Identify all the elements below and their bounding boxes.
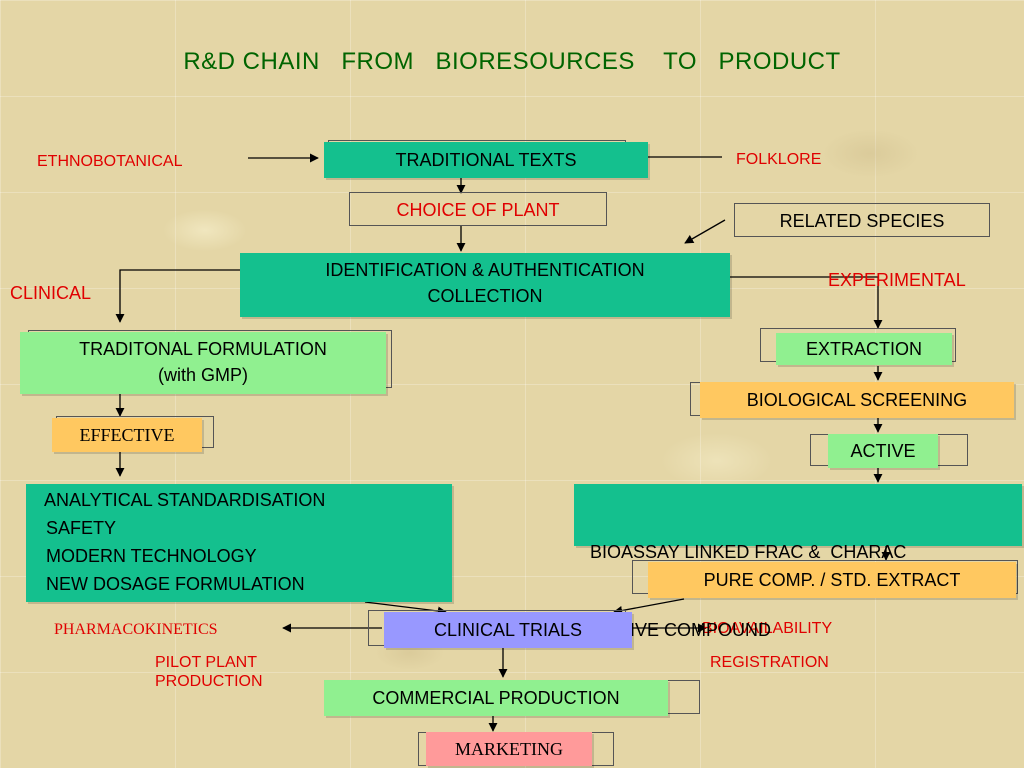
box-pure-comp: PURE COMP. / STD. EXTRACT bbox=[648, 562, 1016, 598]
box-biological-screening: BIOLOGICAL SCREENING bbox=[700, 382, 1014, 418]
arrow-pure-to-trials bbox=[613, 598, 685, 615]
box-effective: EFFECTIVE bbox=[52, 418, 202, 452]
label-pilot-plant-line1: PILOT PLANT bbox=[155, 654, 257, 671]
diagram-title: R&D CHAIN FROM BIORESOURCES TO PRODUCT bbox=[183, 48, 841, 75]
box-commercial-production: COMMERCIAL PRODUCTION bbox=[324, 680, 668, 716]
box-clinical-trials: CLINICAL TRIALS bbox=[384, 612, 632, 648]
analytical-line4: NEW DOSAGE FORMULATION bbox=[46, 573, 305, 594]
box-extraction: EXTRACTION bbox=[776, 333, 952, 365]
box-related-species: RELATED SPECIES bbox=[734, 203, 990, 237]
box-identification: IDENTIFICATION & AUTHENTICATION COLLECTI… bbox=[240, 253, 730, 317]
bioassay-line2: ACTIVE COMPOUND bbox=[594, 620, 772, 641]
label-experimental: EXPERIMENTAL bbox=[828, 270, 966, 290]
formulation-line1: TRADITONAL FORMULATION bbox=[79, 339, 327, 359]
arrow-identification-to-clinical-branch bbox=[115, 269, 242, 323]
box-marketing: MARKETING bbox=[426, 732, 592, 766]
label-folklore: FOLKLORE bbox=[736, 151, 822, 168]
arrow-related-to-identification bbox=[684, 219, 726, 244]
box-traditional-texts: TRADITIONAL TEXTS bbox=[324, 142, 648, 178]
label-clinical: CLINICAL bbox=[10, 283, 92, 303]
box-choice-of-plant: CHOICE OF PLANT bbox=[349, 192, 607, 226]
analytical-line1: ANALYTICAL STANDARDISATION bbox=[44, 490, 326, 510]
label-ethnobotanical: ETHNOBOTANICAL bbox=[37, 153, 183, 170]
label-pharmacokinetics: PHARMACOKINETICS bbox=[54, 621, 218, 638]
arrow-identification-to-experimental-branch bbox=[730, 276, 883, 329]
identification-line1: IDENTIFICATION & AUTHENTICATION bbox=[325, 260, 645, 280]
bioassay-line1: BIOASSAY LINKED FRAC & CHARAC bbox=[590, 542, 907, 563]
analytical-line2: SAFETY bbox=[46, 517, 117, 538]
analytical-line3: MODERN TECHNOLOGY bbox=[46, 545, 257, 566]
box-traditional-formulation: TRADITONAL FORMULATION (with GMP) bbox=[20, 332, 386, 394]
label-pilot-plant: PILOT PLANT PRODUCTION bbox=[155, 653, 263, 691]
label-pilot-plant-line2: PRODUCTION bbox=[155, 673, 263, 691]
box-bioassay: BIOASSAY LINKED FRAC & CHARAC ACTIVE COM… bbox=[574, 484, 1022, 640]
box-analytical: ANALYTICAL STANDARDISATION SAFETY MODERN… bbox=[26, 484, 452, 602]
identification-line2: COLLECTION bbox=[427, 286, 543, 307]
label-registration: REGISTRATION bbox=[710, 654, 829, 671]
formulation-line2: (with GMP) bbox=[158, 365, 248, 386]
label-bioavailability: BIOAVAILABILITY bbox=[702, 620, 833, 637]
box-active: ACTIVE bbox=[828, 434, 938, 468]
